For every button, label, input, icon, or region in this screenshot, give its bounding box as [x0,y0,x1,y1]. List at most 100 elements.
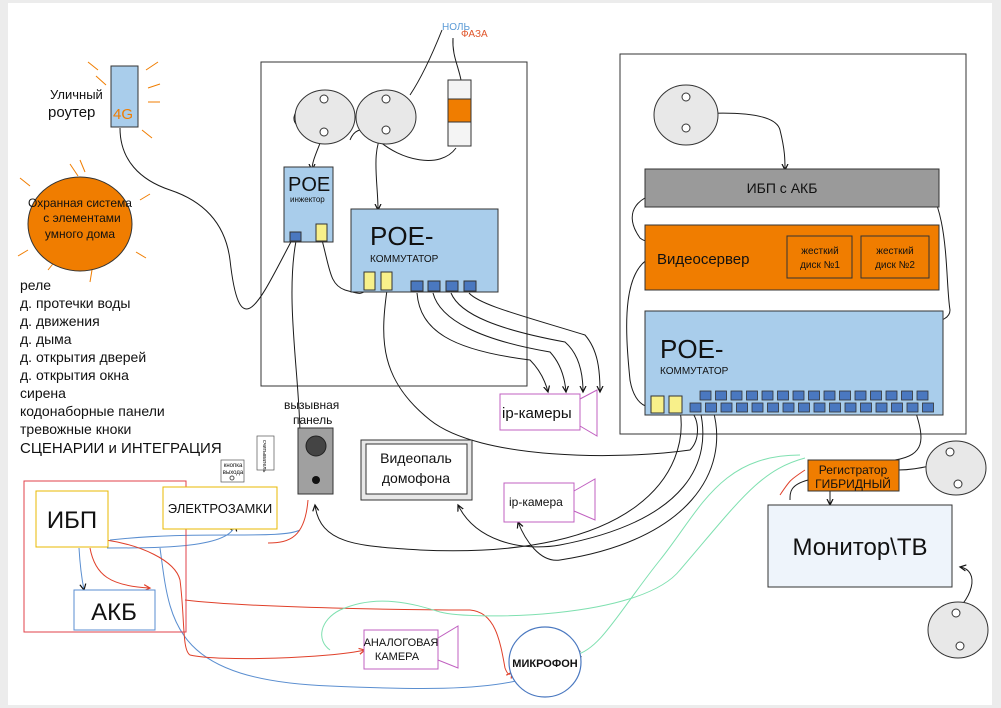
sun-rays [17,159,151,283]
videoserver: Видеосервер жесткий диск №1 жесткий диск… [644,224,940,291]
wire-recorder-down [789,479,809,501]
wire-panel [315,409,682,552]
socket-recorder [925,440,987,496]
feature-item: д. протечки воды [20,295,131,311]
wire-videopanel [458,409,704,548]
disk1-line2: диск №1 [800,260,840,271]
recorder: Регистратор ГИБРИДНЫЙ [807,459,900,492]
feature-item: тревожные кноки [20,421,131,437]
switch-port [650,395,665,414]
ip-camera-label: ip-камера [509,495,563,509]
exit-button-line1: кнопка [224,463,243,469]
wire-router [119,127,294,310]
red-wires [89,469,806,674]
switch-port [463,280,477,292]
router-badge: 4G [113,106,133,123]
hard-disk-1 [786,235,853,279]
switch-port [885,390,898,401]
camera-lens-icon [305,435,327,457]
monitor-tv: Монитор\ТВ [767,504,953,588]
poe-switch-left: POE- КОММУТАТОР [350,208,499,293]
switch-port [854,390,867,401]
wire-cam1 [416,292,548,392]
hard-disk-2 [860,235,930,279]
switch-port [823,390,836,401]
wire-cam3 [450,292,583,392]
camera-lens-icon [579,389,598,437]
injector-port [289,231,302,242]
ip-camera-single: ip-камера [503,478,596,523]
button-icon [229,475,235,481]
poe-switch-right-subtitle: КОММУТАТОР [660,366,729,377]
wire-ipcam [518,409,718,561]
security-system: Охранная система с элементами умного дом… [17,159,151,283]
switch-port [798,402,810,413]
switch-port [792,390,805,401]
feature-item: д. дыма [20,331,72,347]
socket-left-1 [294,89,356,145]
ups-akb-bar: ИБП с АКБ [644,168,940,208]
wire-switch-recorder [894,409,922,461]
wire-switch-switch [383,289,698,457]
card-reader-label: считыватель [261,440,267,472]
socket-left-2 [355,89,417,145]
poe-switch-right-title: POE- [660,334,724,364]
switch-port [363,271,376,291]
electric-locks: ЭЛЕКТРОЗАМКИ [162,486,278,530]
circuit-breaker [447,79,472,147]
phase-label: ФАЗА [461,29,488,40]
exit-button-line2: выхода [223,470,244,476]
security-line2: с элементами [43,211,120,225]
switch-port [860,402,872,413]
analog-camera: АНАЛОГОВАЯ КАМЕРА [363,625,459,670]
router-label-line1: Уличный [50,87,103,102]
switch-port [922,402,934,413]
switch-port [751,402,764,413]
poe-switch-left-title: POE- [370,221,434,251]
switch-port [916,390,929,401]
feature-item: д. движения [20,313,100,329]
microphone: МИКРОФОН [508,626,582,698]
wire-cam2 [432,292,566,392]
switch-port [668,395,683,414]
router-glow [87,61,161,139]
disk1-line1: жесткий [801,246,838,257]
exit-button: кнопка выхода [220,459,245,483]
camera-lens-icon [437,625,459,669]
switch-port [901,390,913,401]
disk2-line1: жесткий [876,246,913,257]
switch-port [699,390,712,401]
poe-injector: POE инжектор [283,166,334,243]
switch-port [839,390,851,401]
switch-port [410,280,424,292]
blue-wires [78,525,521,689]
switch-port [761,390,774,401]
socket-monitor [927,601,989,659]
ups-label: ИБП [47,507,97,534]
features-list: реле д. протечки воды д. движения д. дым… [20,277,222,457]
left-cabinet [260,61,528,387]
switch-port [715,390,727,401]
security-line3: умного дома [45,227,115,241]
ups-akb-label: ИБП с АКБ [747,180,818,196]
switch-port [427,280,441,292]
poe-switch-left-subtitle: КОММУТАТОР [370,254,439,265]
socket-right-top [653,84,719,146]
switch-port [875,402,888,413]
akb-box: АКБ [73,589,156,631]
switch-port [720,402,733,413]
mint-wires [321,454,806,655]
switch-port [730,390,743,401]
feature-item: кодонаборные панели [20,403,165,419]
poe-injector-title: POE [288,174,330,196]
call-panel-line1: вызывная [284,398,339,412]
switch-port [736,402,748,413]
neutral-label: НОЛЬ [442,22,470,33]
ups-box: ИБП [35,490,109,548]
switch-port [746,390,758,401]
wire-cam4 [468,292,600,392]
switch-port [870,390,882,401]
recorder-line2: ГИБРИДНЫЙ [815,476,891,491]
power-frame [23,480,187,633]
